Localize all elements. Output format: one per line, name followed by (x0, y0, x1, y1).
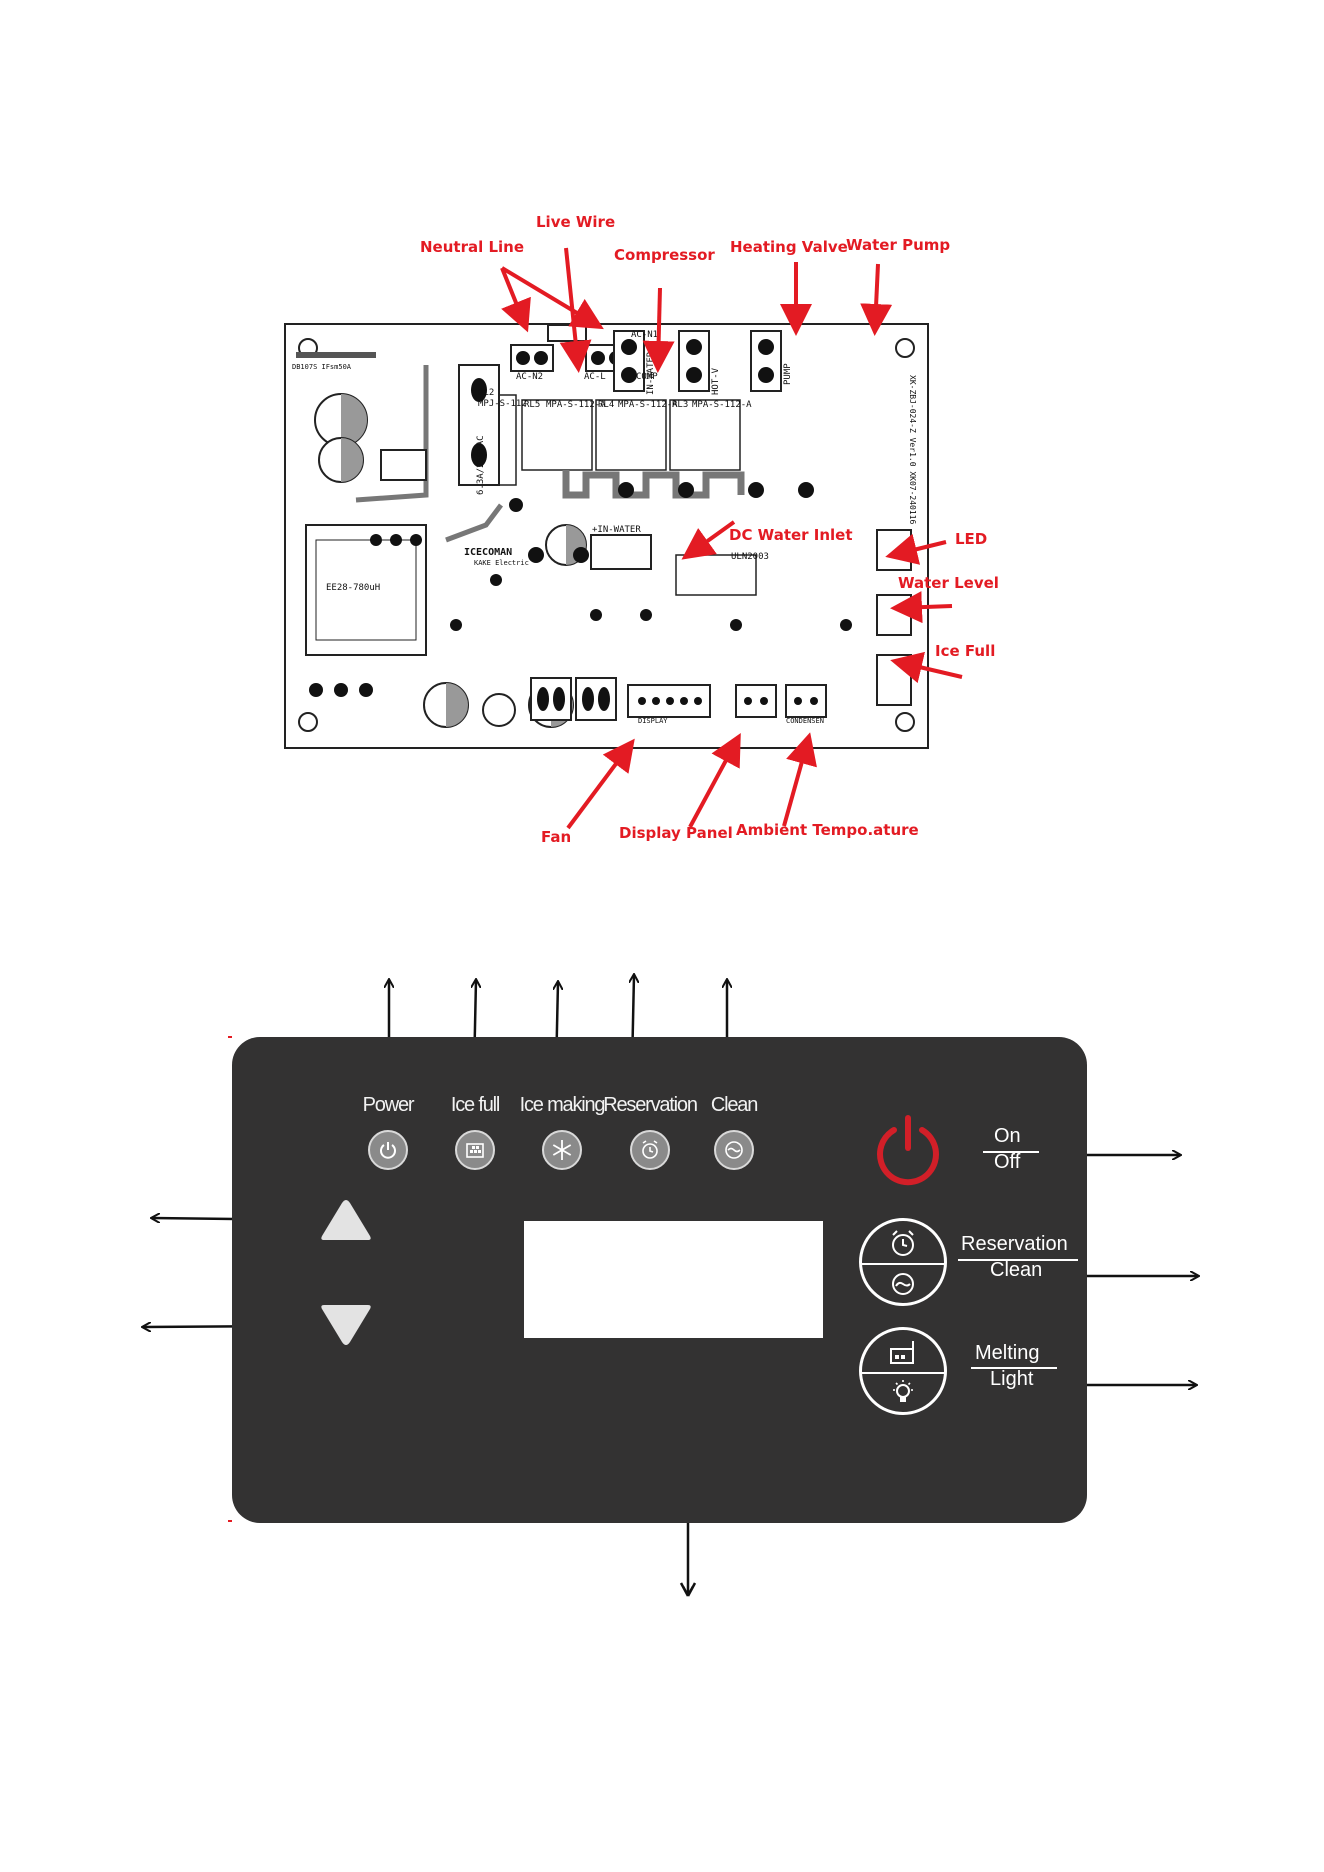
triangle-up-icon (321, 1200, 371, 1240)
on-label: On (994, 1125, 1021, 1147)
label-in-water-2: +IN-WATER (592, 525, 641, 535)
label-rl4: RL4 (598, 400, 615, 410)
alarm-clock-icon (892, 1230, 914, 1256)
label-mpa-1: MPA-S-112-A (546, 400, 606, 410)
label-transformer: EE28-780uH (326, 583, 381, 593)
indicator-label-reservation: Reservation (603, 1094, 698, 1116)
melting-icon (890, 1341, 914, 1364)
down-button[interactable] (318, 1301, 374, 1353)
clean-icon (892, 1273, 914, 1295)
button-divider (862, 1372, 944, 1374)
label-ac-l: AC-L (584, 372, 606, 382)
reservation-indicator (630, 1130, 670, 1170)
power-indicator (368, 1130, 408, 1170)
power-button[interactable] (870, 1112, 946, 1188)
label-ac-n1: AC-N1 (631, 330, 659, 340)
light-bulb-icon (893, 1380, 913, 1402)
display-window (524, 1221, 823, 1338)
label-condensen: CONDENSEN (786, 717, 824, 725)
melting-light-divider (971, 1367, 1057, 1369)
label-dbi: DB107S IFsm50A (292, 363, 352, 371)
alarm-clock-icon (642, 1140, 658, 1159)
crop-mark (228, 1520, 232, 1522)
label-rl2: RL2 (478, 388, 495, 398)
indicator-label-ice-making: Ice making (519, 1094, 606, 1116)
label-ac-n2: AC-N2 (516, 372, 544, 382)
callout-heating-valve: Heating Valve (730, 238, 848, 256)
label-rl5: RL5 (524, 400, 541, 410)
reservation-clean-button[interactable] (859, 1218, 947, 1306)
callout-ambient-temperature: Ambient Tempo.ature (736, 821, 919, 839)
light-label: Light (990, 1368, 1034, 1390)
label-mpa-2: MPA-S-112-A (618, 400, 678, 410)
callout-arrows (500, 247, 963, 830)
reservation-label: Reservation (961, 1233, 1068, 1255)
ice-full-icon (466, 1143, 484, 1158)
ice-making-indicator (542, 1130, 582, 1170)
crop-mark (228, 1036, 232, 1038)
power-icon (380, 1142, 396, 1159)
label-uln: ULN2003 (731, 552, 769, 562)
off-label: Off (994, 1151, 1021, 1173)
callout-water-level: Water Level (898, 574, 999, 592)
clean-label: Clean (990, 1259, 1043, 1281)
button-divider (862, 1263, 944, 1265)
reservation-clean-divider (958, 1259, 1078, 1261)
label-comp: COMP (636, 372, 658, 382)
indicator-label-power: Power (362, 1094, 415, 1116)
label-rl3: RL3 (672, 400, 689, 410)
label-mpj: MPJ-S-112 (478, 399, 527, 409)
up-button[interactable] (318, 1196, 374, 1248)
label-mpa-3: MPA-S-112-A (692, 400, 752, 410)
triangle-down-icon (321, 1305, 371, 1345)
indicator-label-clean: Clean (710, 1094, 758, 1116)
callout-live-wire: Live Wire (536, 213, 616, 231)
control-panel: Power Ice full Ice making Reservation Cl… (232, 1037, 1087, 1523)
ice-full-indicator (455, 1130, 495, 1170)
clean-indicator (714, 1130, 754, 1170)
callout-water-pump: Water Pump (846, 236, 951, 254)
callout-ice-full: Ice Full (935, 642, 996, 660)
callout-compressor: Compressor (614, 246, 715, 264)
callout-fan: Fan (541, 828, 572, 846)
snowflake-icon (552, 1140, 572, 1160)
indicator-label-ice-full: Ice full (450, 1094, 500, 1116)
clean-icon (725, 1141, 743, 1159)
callout-display-panel: Display Panel (619, 824, 733, 842)
label-brand: ICECOMAN (464, 547, 513, 558)
callout-dc-water-inlet: DC Water Inlet (729, 526, 853, 544)
melting-label: Melting (975, 1342, 1040, 1364)
label-brand-sub: KAKE Electric (474, 559, 529, 567)
label-display: DISPLAY (638, 717, 668, 725)
power-icon (877, 1115, 939, 1186)
callout-led: LED (955, 530, 988, 548)
on-off-divider (983, 1151, 1039, 1153)
callout-neutral-line: Neutral Line (420, 238, 525, 256)
melting-light-button[interactable] (859, 1327, 947, 1415)
